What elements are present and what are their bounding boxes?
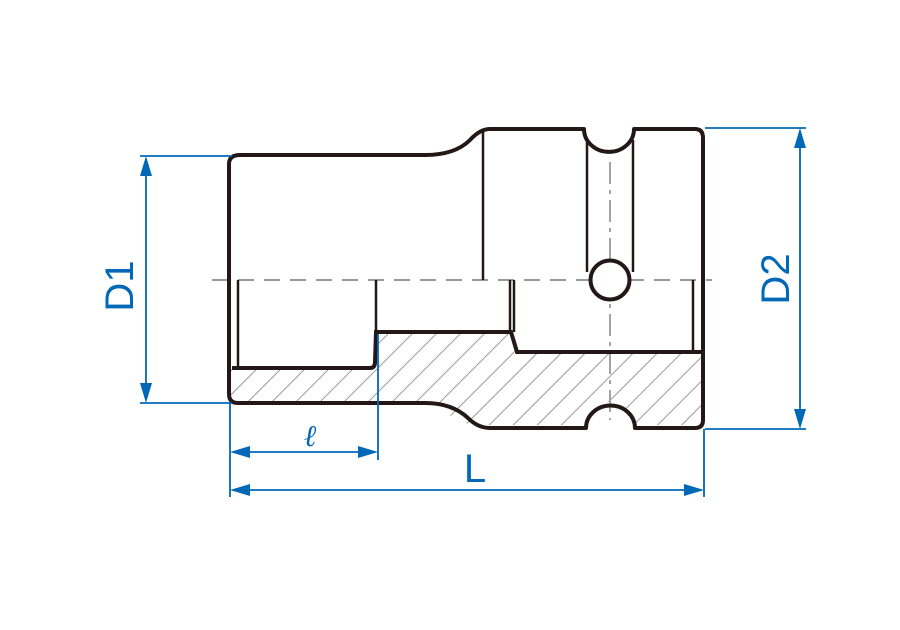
pin-hole bbox=[588, 258, 632, 302]
overall-length-label: L bbox=[464, 447, 486, 491]
d1-label: D1 bbox=[98, 260, 142, 311]
inner-lines bbox=[236, 130, 695, 368]
dimension-lines bbox=[140, 127, 806, 497]
d2-label: D2 bbox=[754, 253, 798, 304]
dimension-arrows bbox=[140, 128, 806, 496]
section-hatch bbox=[231, 332, 701, 425]
inner-bore bbox=[232, 330, 701, 370]
socket-outline bbox=[227, 127, 705, 430]
socket-depth-label: ℓ bbox=[304, 419, 317, 454]
